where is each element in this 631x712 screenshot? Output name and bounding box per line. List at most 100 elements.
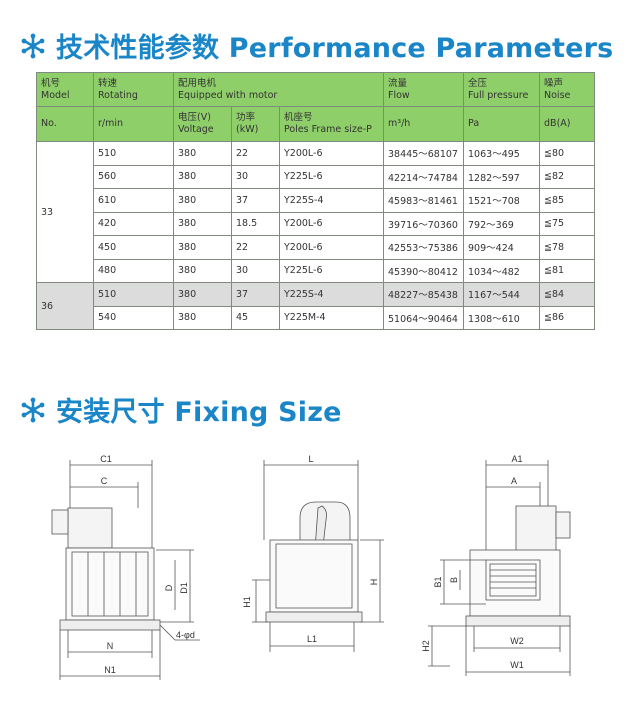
- table-row: 420 380 18.5 Y200L-6 39716～70360 792～369…: [37, 211, 596, 236]
- cell-pressure: 1167～544: [463, 282, 541, 307]
- cell-noise: ≦75: [539, 211, 596, 236]
- cell-flow: 42553～75386: [383, 235, 465, 260]
- side-view-drawing: [252, 460, 384, 652]
- cell-noise: ≦85: [539, 188, 596, 213]
- cell-power: 22: [231, 141, 280, 166]
- cell-pressure: 909～424: [463, 235, 541, 260]
- cell-pressure: 1063～495: [463, 141, 541, 166]
- label-h2: H2: [421, 640, 431, 652]
- unit-pressure: Pa: [463, 106, 541, 142]
- label-n: N: [107, 641, 114, 651]
- cell-voltage: 380: [173, 305, 232, 330]
- snowflake-icon: [21, 397, 45, 422]
- label-w2: W2: [510, 636, 524, 646]
- cell-noise: ≦81: [539, 258, 596, 283]
- cell-flow: 38445～68107: [383, 141, 465, 166]
- cell-noise: ≦84: [539, 282, 596, 307]
- cell-power: 22: [231, 235, 280, 260]
- table-row: 540 380 45 Y225M-4 51064～90464 1308～610 …: [37, 305, 596, 330]
- unit-noise: dB(A): [539, 106, 596, 142]
- cell-flow: 51064～90464: [383, 305, 465, 330]
- cell-pressure: 1308～610: [463, 305, 541, 330]
- fixing-size-drawings: C1 C D D1 N N1 4-φd L L1 H H1: [51, 454, 571, 680]
- unit-voltage: 电压(V)Voltage: [173, 106, 232, 142]
- front-view-drawing: [51, 460, 200, 680]
- cell-noise: ≦80: [539, 141, 596, 166]
- cell-rpm: 510: [93, 282, 174, 307]
- cell-noise: ≦78: [539, 235, 596, 260]
- cell-power: 37: [231, 188, 280, 213]
- unit-no: No.: [36, 106, 94, 142]
- cell-pressure: 792～369: [463, 211, 541, 236]
- label-n1: N1: [104, 665, 116, 675]
- cell-rpm: 610: [93, 188, 174, 213]
- cell-rpm: 480: [93, 258, 174, 283]
- cell-frame: Y200L-6: [278, 211, 385, 236]
- cell-power: 45: [231, 305, 280, 330]
- cell-rpm: 560: [93, 164, 174, 189]
- cell-rpm: 450: [93, 235, 174, 260]
- fixing-size-title-text: 安装尺寸 Fixing Size: [56, 397, 342, 428]
- cell-noise: ≦82: [539, 164, 596, 189]
- cell-frame: Y225S-4: [278, 282, 385, 307]
- label-h1: H1: [242, 596, 252, 608]
- cell-frame: Y200L-6: [278, 141, 385, 166]
- cell-voltage: 380: [173, 235, 232, 260]
- rear-view-drawing: [428, 460, 571, 676]
- label-l1: L1: [307, 634, 317, 644]
- label-hole: 4-φd: [176, 630, 195, 640]
- cell-frame: Y225L-6: [278, 164, 385, 189]
- table-row: 33 510 380 22 Y200L-6 38445～68107 1063～4…: [36, 141, 596, 283]
- label-c1: C1: [100, 454, 112, 464]
- label-d: D: [164, 584, 174, 591]
- cell-rpm: 420: [93, 211, 174, 236]
- cell-frame: Y225L-6: [278, 258, 385, 283]
- table-row: 36 510 380 37 Y225S-4 48227～85438 1167～5…: [36, 282, 596, 330]
- fixing-size-section-title: 安装尺寸 Fixing Size: [20, 390, 342, 429]
- cell-power: 30: [231, 164, 280, 189]
- cell-flow: 45983～81461: [383, 188, 465, 213]
- unit-rpm: r/min: [93, 106, 174, 142]
- label-w1: W1: [510, 660, 524, 670]
- cell-power: 37: [231, 282, 280, 307]
- label-b1: B1: [433, 576, 443, 587]
- cell-voltage: 380: [173, 141, 232, 166]
- performance-section-title: 技术性能参数 Performance Parameters: [20, 26, 613, 65]
- snowflake-icon: [21, 33, 45, 58]
- cell-rpm: 540: [93, 305, 174, 330]
- cell-flow: 45390～80412: [383, 258, 465, 283]
- label-b: B: [449, 577, 459, 583]
- cell-power: 30: [231, 258, 280, 283]
- cell-power: 18.5: [231, 211, 280, 236]
- table-row: 610 380 37 Y225S-4 45983～81461 1521～708 …: [37, 188, 596, 213]
- cell-flow: 39716～70360: [383, 211, 465, 236]
- cell-voltage: 380: [173, 211, 232, 236]
- cell-noise: ≦86: [539, 305, 596, 330]
- cell-pressure: 1282～597: [463, 164, 541, 189]
- unit-power: 功率(kW): [231, 106, 280, 142]
- cell-voltage: 380: [173, 188, 232, 213]
- cell-voltage: 380: [173, 164, 232, 189]
- cell-flow: 42214～74784: [383, 164, 465, 189]
- cell-pressure: 1521～708: [463, 188, 541, 213]
- label-a1: A1: [511, 454, 522, 464]
- cell-flow: 48227～85438: [383, 282, 465, 307]
- cell-voltage: 380: [173, 258, 232, 283]
- label-c: C: [101, 476, 108, 486]
- model-36-cell: 36: [36, 282, 94, 330]
- table-row: 560 380 30 Y225L-6 42214～74784 1282～597 …: [37, 164, 596, 189]
- performance-title-text: 技术性能参数 Performance Parameters: [56, 33, 614, 64]
- cell-frame: Y225S-4: [278, 188, 385, 213]
- cell-pressure: 1034～482: [463, 258, 541, 283]
- label-d1: D1: [179, 582, 189, 594]
- cell-voltage: 380: [173, 282, 232, 307]
